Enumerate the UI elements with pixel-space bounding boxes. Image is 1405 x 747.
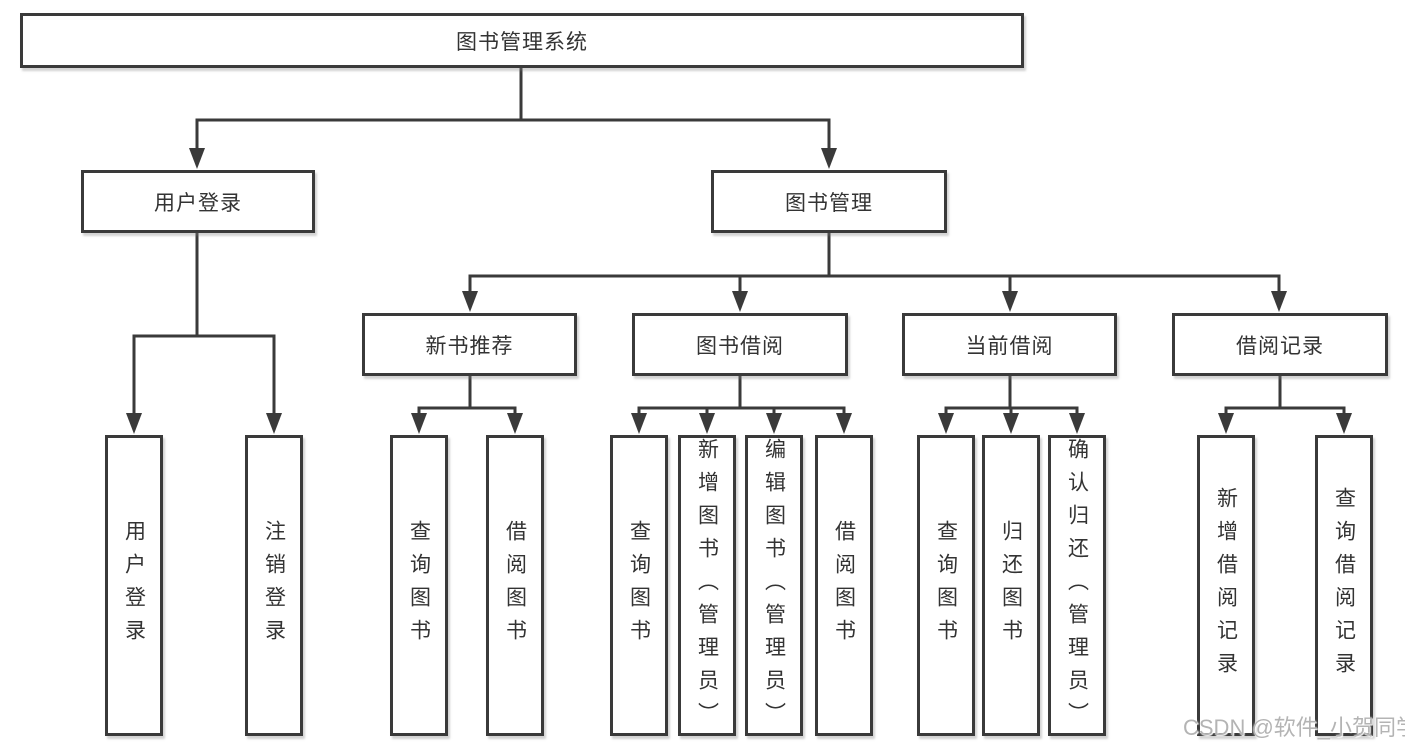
node-user-login: 用户登录 [81,170,315,233]
leaf-confirm-return-admin: 确认归还（管理员） [1048,435,1106,736]
node-borrowing-records: 借阅记录 [1172,313,1388,376]
node-label: 借阅记录 [1236,334,1324,358]
leaf-edit-books-admin: 编辑图书（管理员） [745,435,803,736]
leaf-borrow-books: 借阅图书 [815,435,873,736]
leaf-query-borrow-record: 查询借阅记录 [1315,435,1373,736]
leaf-query-books: 查询图书 [917,435,975,736]
node-system-root: 图书管理系统 [20,13,1024,68]
leaf-logout: 注销登录 [245,435,303,736]
node-label: 图书管理 [785,191,873,215]
node-label: 图书管理系统 [456,30,588,54]
node-label: 新书推荐 [425,334,514,358]
node-label: 图书借阅 [696,334,784,358]
node-label: 用户登录 [154,191,242,215]
leaf-add-books-admin: 新增图书（管理员） [678,435,736,736]
leaf-query-books: 查询图书 [610,435,668,736]
leaf-return-books: 归还图书 [982,435,1040,736]
node-current-borrowing: 当前借阅 [902,313,1117,376]
node-new-book-recommend: 新书推荐 [362,313,577,376]
leaf-query-books: 查询图书 [390,435,448,736]
node-label: 当前借阅 [965,334,1054,358]
node-book-borrowing: 图书借阅 [632,313,848,376]
leaf-borrow-books: 借阅图书 [486,435,544,736]
leaf-add-borrow-record: 新增借阅记录 [1197,435,1255,736]
node-book-management: 图书管理 [711,170,947,233]
leaf-user-login: 用户登录 [105,435,163,736]
csdn-watermark: CSDN @软件_小贺同学 [1183,715,1405,740]
